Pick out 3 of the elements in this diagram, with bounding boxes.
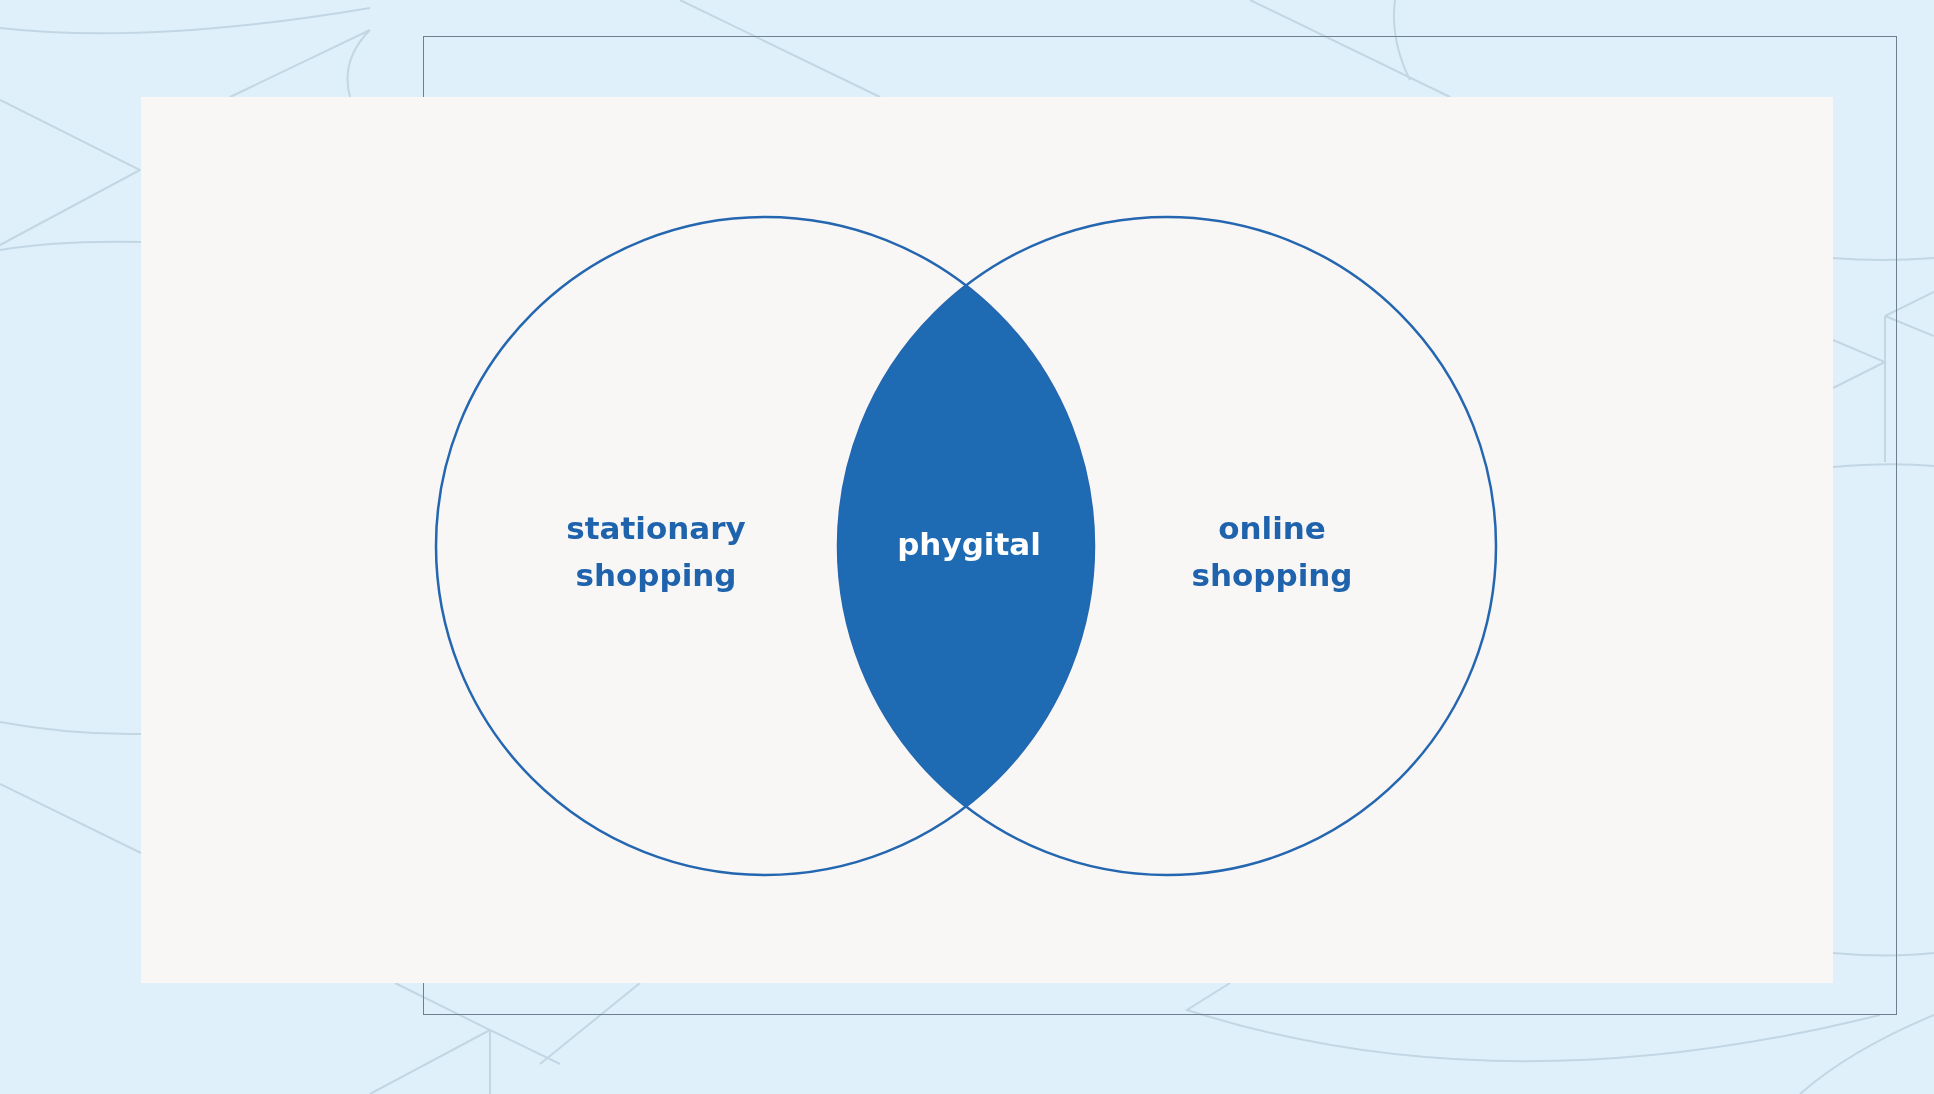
set-label: stationary shopping — [565, 508, 747, 594]
set-label: online shopping — [1190, 508, 1354, 594]
set-label: phygital — [896, 524, 1042, 564]
